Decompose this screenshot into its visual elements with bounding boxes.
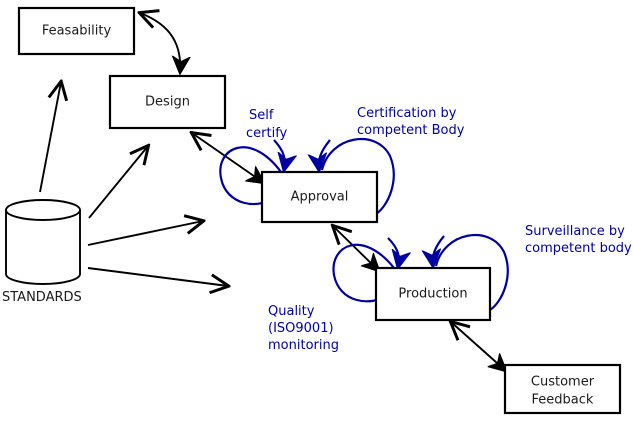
customer-feedback-box[interactable] <box>503 363 622 415</box>
annotation-self-certify-line1: Self <box>249 108 274 123</box>
node-standards-datastore[interactable]: STANDARDS <box>2 199 82 305</box>
customer-feedback-label-line2: Feedback <box>532 393 594 408</box>
annotation-quality-line2: (ISO9001) <box>268 321 334 336</box>
customer-feedback-label-line1: Customer <box>531 375 595 390</box>
node-design[interactable]: Design <box>108 74 227 130</box>
design-box[interactable] <box>108 74 227 130</box>
annotation-self-certify: Self certify <box>246 108 288 141</box>
loop-surveillance-competent-body <box>433 234 509 311</box>
design-label: Design <box>145 95 190 110</box>
loop-certification-competent-body <box>319 138 395 215</box>
loop-self-certify <box>219 139 285 206</box>
feasability-box[interactable] <box>17 6 136 56</box>
annotation-quality-line1: Quality <box>268 304 315 319</box>
edge-standards-feasability <box>39 82 61 193</box>
production-box[interactable] <box>374 266 492 322</box>
annotation-certification-line2: competent Body <box>357 123 465 138</box>
approval-box[interactable] <box>260 170 379 224</box>
node-approval[interactable]: Approval <box>260 170 379 224</box>
annotation-quality-monitoring: Quality (ISO9001) monitoring <box>268 304 339 353</box>
edge-standards-production <box>87 267 228 286</box>
edge-approval-production <box>333 226 379 271</box>
standards-label: STANDARDS <box>2 290 82 305</box>
edge-design-approval <box>192 133 264 183</box>
annotation-surveillance-competent-body: Surveillance by competent body <box>525 224 632 256</box>
edge-feasability-design <box>140 13 180 73</box>
cylinder-bottom-arc <box>5 273 81 285</box>
approval-label: Approval <box>291 190 349 205</box>
production-label: Production <box>398 287 467 302</box>
annotation-quality-line3: monitoring <box>268 338 339 353</box>
node-production[interactable]: Production <box>374 266 492 322</box>
annotation-surveillance-line2: competent body <box>525 241 632 256</box>
annotation-certification-competent-body: Certification by competent Body <box>357 106 465 138</box>
annotation-surveillance-line1: Surveillance by <box>525 224 625 239</box>
annotation-self-certify-line2: certify <box>246 126 288 141</box>
edge-standards-approval <box>87 221 203 246</box>
node-customer-feedback[interactable]: Customer Feedback <box>503 363 622 415</box>
feasability-label: Feasability <box>42 24 112 39</box>
edge-standards-design <box>88 146 148 219</box>
loop-quality-monitoring <box>332 237 398 303</box>
annotation-certification-line1: Certification by <box>357 106 457 121</box>
node-feasability[interactable]: Feasability <box>17 6 136 56</box>
cylinder-top-ellipse <box>5 199 81 221</box>
edge-production-customer-feedback <box>451 322 506 371</box>
